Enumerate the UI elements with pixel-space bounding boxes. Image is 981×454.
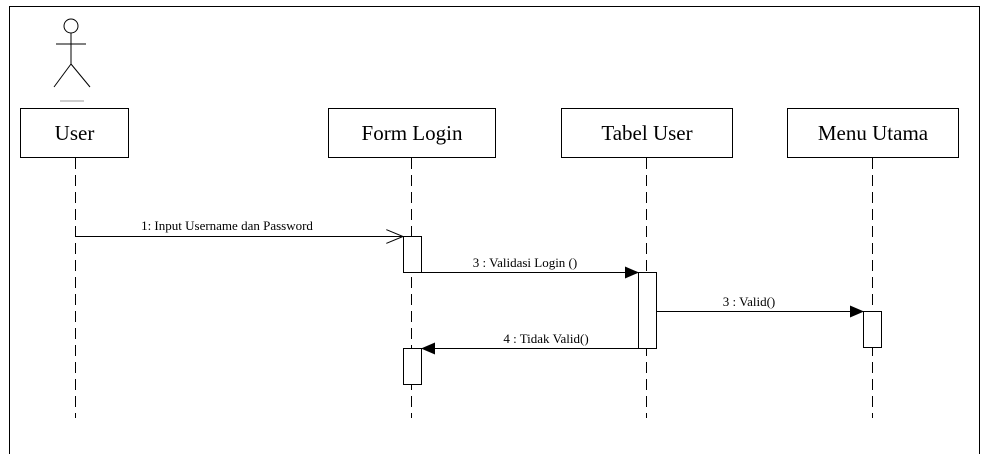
lifeline-menu-utama: Menu Utama xyxy=(787,108,959,158)
lifeline-label: Menu Utama xyxy=(818,121,929,145)
activation-bar-menu-utama xyxy=(863,311,882,348)
lifeline-label: Form Login xyxy=(362,121,463,145)
lifeline-label: User xyxy=(55,121,95,145)
lifeline-box xyxy=(20,108,129,158)
lifeline-box xyxy=(328,108,496,158)
lifeline-user: User xyxy=(20,108,129,158)
lifeline-box xyxy=(787,108,959,158)
message-label: 1: Input Username dan Password xyxy=(141,218,313,233)
lifeline-box xyxy=(561,108,733,158)
message-label: 4 : Tidak Valid() xyxy=(503,331,588,346)
activation-bar-form-login-1 xyxy=(403,236,422,273)
activation-bar-form-login-2 xyxy=(403,348,422,385)
activation-bar-tabel-user xyxy=(638,272,657,349)
lifeline-label: Tabel User xyxy=(601,121,692,145)
message-1: 1: Input Username dan Password xyxy=(75,218,404,237)
message-3: 3 : Valid() xyxy=(657,294,864,318)
lifeline-form-login: Form Login xyxy=(328,108,496,158)
message-label: 3 : Validasi Login () xyxy=(473,255,577,270)
message-4: 4 : Tidak Valid() xyxy=(421,331,638,355)
diagram-frame xyxy=(9,6,980,454)
message-2: 3 : Validasi Login () xyxy=(422,255,639,279)
actor-icon xyxy=(53,18,91,88)
message-label: 3 : Valid() xyxy=(723,294,775,309)
lifeline-tabel-user: Tabel User xyxy=(561,108,733,158)
